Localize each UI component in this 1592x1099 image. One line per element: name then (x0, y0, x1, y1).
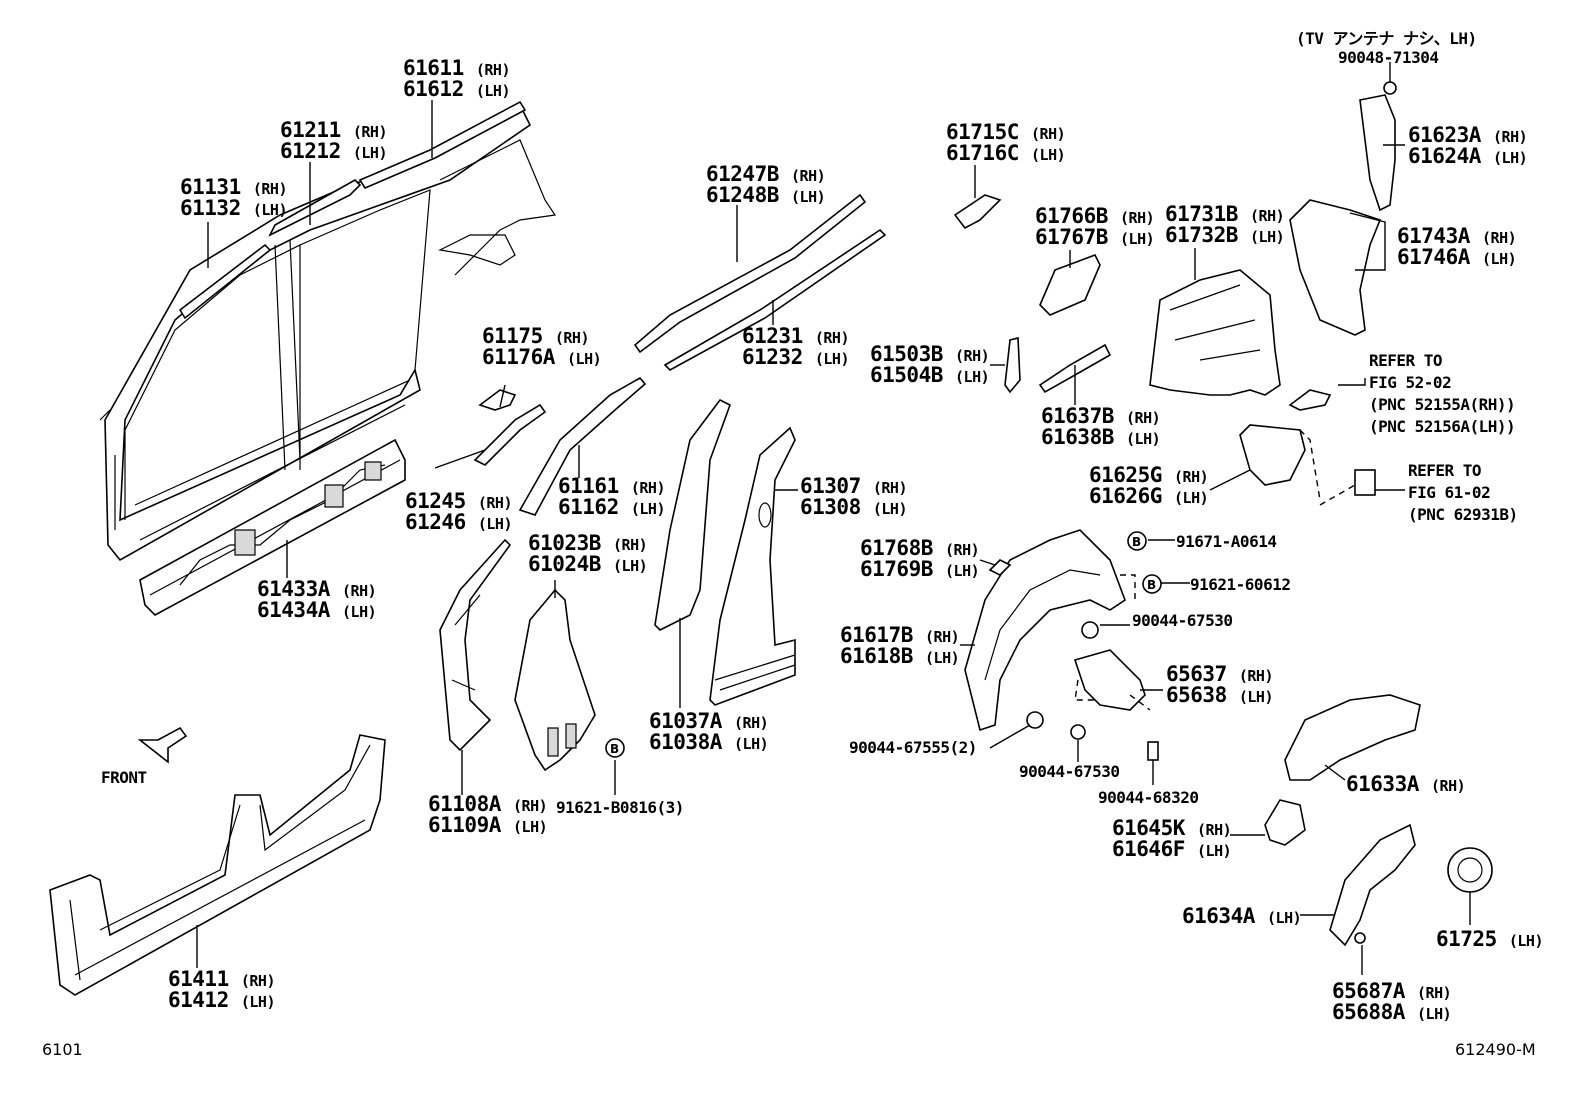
label-61024B: 61024B (LH) (528, 552, 648, 576)
label-61231: 61231 (RH) (742, 324, 850, 348)
label-61731B: 61731B (RH) (1165, 202, 1285, 226)
label-61618B: 61618B (LH) (840, 644, 960, 668)
label-61638B: 61638B (LH) (1041, 425, 1161, 449)
rocker-reinforcement-drawing (139, 438, 406, 616)
label-61503B: 61503B (RH) (870, 342, 990, 366)
label-61109A: 61109A (LH) (428, 813, 548, 837)
label-61108A: 61108A (RH) (428, 792, 548, 816)
label-61634A: 61634A (LH) (1182, 904, 1302, 928)
front-arrow-icon (137, 726, 188, 764)
figure-number-right: 612490-M (1455, 1040, 1536, 1059)
label-91621-B0816: 91621-B0816(3) (556, 798, 684, 817)
label-61245: 61245 (RH) (405, 489, 513, 513)
label-90044-68320: 90044-68320 (1098, 788, 1199, 807)
label-65637: 65637 (RH) (1166, 662, 1274, 686)
label-61412: 61412 (LH) (168, 988, 276, 1012)
refer-fig-52-02: REFER TO FIG 52-02 (PNC 52155A(RH)) (PNC… (1369, 351, 1516, 436)
rear-parts-drawing (953, 81, 1493, 947)
label-61411: 61411 (RH) (168, 967, 276, 991)
bolt-markers: B B B (605, 531, 1162, 758)
label-61132: 61132 (LH) (180, 196, 288, 220)
leader-lines (196, 62, 1471, 975)
label-65687A: 65687A (RH) (1332, 979, 1452, 1003)
label-90044-67530-b: 90044-67530 (1019, 762, 1120, 781)
rocker-panel-drawing (49, 734, 386, 996)
label-61716C: 61716C (LH) (946, 141, 1066, 165)
bolt-letter: B (610, 742, 619, 756)
label-61308: 61308 (LH) (800, 495, 908, 519)
label-61161: 61161 (RH) (558, 474, 666, 498)
front-label: FRONT (101, 768, 147, 787)
label-61743A: 61743A (RH) (1397, 224, 1517, 248)
label-61623A: 61623A (RH) (1408, 123, 1528, 147)
label-91621-60612: 91621-60612 (1190, 575, 1291, 594)
label-61433A: 61433A (RH) (257, 577, 377, 601)
label-61211: 61211 (RH) (280, 118, 388, 142)
label-61248B: 61248B (LH) (706, 183, 826, 207)
label-61176A: 61176A (LH) (482, 345, 602, 369)
label-61175: 61175 (RH) (482, 324, 590, 348)
label-61725: 61725 (LH) (1436, 927, 1544, 951)
label-61307: 61307 (RH) (800, 474, 908, 498)
label-61037A: 61037A (RH) (649, 709, 769, 733)
label-61715C: 61715C (RH) (946, 120, 1066, 144)
label-61023B: 61023B (RH) (528, 531, 648, 555)
roof-side-rails-drawing (178, 100, 527, 320)
label-61038A: 61038A (LH) (649, 730, 769, 754)
bolt-letter: B (1147, 578, 1156, 592)
label-61617B: 61617B (RH) (840, 623, 960, 647)
label-61768B: 61768B (RH) (860, 536, 980, 560)
label-61633A: 61633A (RH) (1346, 772, 1466, 796)
label-61212: 61212 (LH) (280, 139, 388, 163)
label-61769B: 61769B (LH) (860, 557, 980, 581)
label-61162: 61162 (LH) (558, 495, 666, 519)
figure-number-left: 6101 (42, 1040, 83, 1059)
label-61625G: 61625G (RH) (1089, 463, 1209, 487)
label-61766B: 61766B (RH) (1035, 204, 1155, 228)
label-90048-71304: 90048-71304 (1338, 48, 1439, 67)
label-61767B: 61767B (LH) (1035, 225, 1155, 249)
label-61504B: 61504B (LH) (870, 363, 990, 387)
label-90044-67530-a: 90044-67530 (1132, 611, 1233, 630)
bolt-letter: B (1132, 535, 1141, 549)
label-61637B: 61637B (RH) (1041, 404, 1161, 428)
label-61232: 61232 (LH) (742, 345, 850, 369)
label-61645K: 61645K (RH) (1112, 816, 1232, 840)
tv-antenna-note: (TV アンテナ ナシ、LH) (1296, 29, 1477, 48)
label-61646F: 61646F (LH) (1112, 837, 1232, 861)
label-65688A: 65688A (LH) (1332, 1000, 1452, 1024)
label-61131: 61131 (RH) (180, 175, 288, 199)
label-91671-A0614: 91671-A0614 (1176, 532, 1277, 551)
label-61246: 61246 (LH) (405, 510, 513, 534)
label-61247B: 61247B (RH) (706, 162, 826, 186)
center-pillars-drawing (439, 193, 887, 772)
refer-fig-61-02: REFER TO FIG 61-02 (PNC 62931B) (1408, 461, 1518, 524)
label-61611: 61611 (RH) (403, 56, 511, 80)
label-61732B: 61732B (LH) (1165, 223, 1285, 247)
label-90044-67555: 90044-67555(2) (849, 738, 977, 757)
label-65638: 65638 (LH) (1166, 683, 1274, 707)
label-61746A: 61746A (LH) (1397, 245, 1517, 269)
label-61624A: 61624A (LH) (1408, 144, 1528, 168)
label-61434A: 61434A (LH) (257, 598, 377, 622)
label-61612: 61612 (LH) (403, 77, 511, 101)
label-61626G: 61626G (LH) (1089, 484, 1209, 508)
